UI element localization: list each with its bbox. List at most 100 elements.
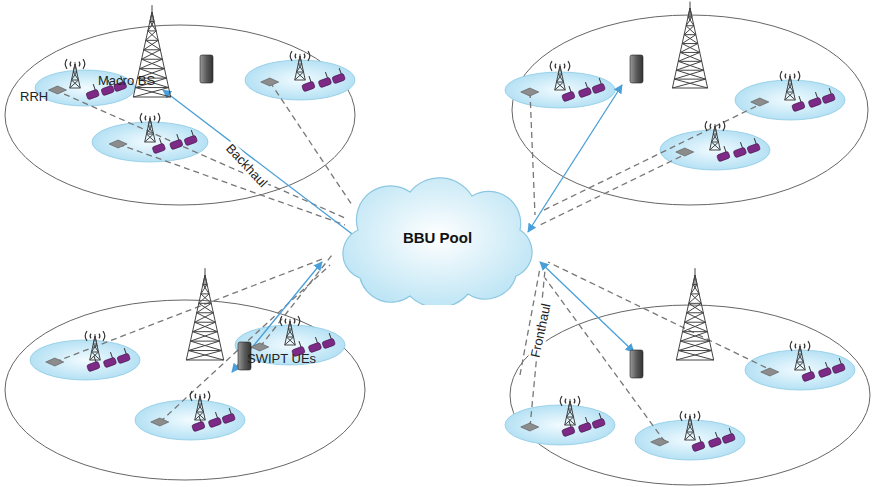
ue-device (330, 67, 346, 83)
rrh-unit (521, 88, 539, 96)
ue-device (101, 351, 117, 367)
rrh-unit (751, 98, 769, 106)
tower-icon (710, 124, 721, 150)
backhaul-link (163, 90, 360, 240)
radio-waves (550, 61, 569, 71)
tower-icon (90, 334, 101, 360)
ue-device (300, 75, 316, 91)
radio-waves (190, 391, 209, 401)
ue-device (590, 77, 606, 93)
fronthaul-link (540, 152, 690, 225)
radio-waves (65, 59, 84, 69)
ue-device (150, 137, 166, 153)
macro-cell-region (510, 305, 870, 485)
tower-icon (186, 268, 223, 360)
ue-device (316, 71, 332, 87)
small-cell (30, 340, 140, 380)
fronthaul-link (260, 255, 332, 347)
small-cell (135, 400, 245, 440)
small-cell (505, 72, 615, 108)
ue-device (690, 435, 706, 451)
ue-device (590, 412, 606, 428)
ue-device (167, 133, 183, 149)
ue-device (85, 355, 101, 371)
fronthaul-link (55, 258, 325, 362)
ue-device (576, 416, 592, 432)
ue-device (576, 81, 592, 97)
tower-icon (195, 394, 206, 420)
rrh-unit (261, 78, 279, 86)
text-label: Macro BS (98, 74, 155, 88)
text-label: RRH (20, 90, 48, 104)
rrh-unit (761, 368, 779, 376)
rrh-unit (109, 140, 127, 148)
radio-waves (85, 331, 104, 341)
radio-waves (780, 71, 799, 81)
rrh-unit (151, 418, 169, 426)
fronthaul-link (160, 265, 330, 422)
radio-waves (280, 316, 299, 326)
radio-waves (560, 396, 579, 406)
radio-waves (290, 51, 309, 61)
ue-device (790, 95, 806, 111)
fronthaul-link (55, 90, 345, 218)
ue-device (115, 347, 131, 363)
tower-icon (785, 74, 796, 100)
ue-device (320, 332, 336, 348)
ue-device (706, 431, 722, 447)
ue-device (182, 129, 198, 145)
tower-icon (70, 62, 81, 88)
ue-device (800, 365, 816, 381)
ue-device (220, 407, 236, 423)
fronthaul-link (540, 102, 765, 212)
tower-icon (555, 64, 566, 90)
rrh-unit (651, 438, 669, 446)
tower-icon (676, 268, 713, 360)
radio-waves (790, 341, 809, 351)
node-label: BBU Pool (403, 229, 472, 246)
server-icon (630, 55, 643, 83)
fronthaul-link (545, 278, 665, 442)
macro-cell-region (512, 15, 868, 205)
small-cell (660, 130, 770, 170)
tower-icon (685, 414, 696, 440)
radio-waves (140, 113, 159, 123)
ue-device (830, 357, 846, 373)
ue-device (84, 83, 100, 99)
radio-waves (680, 411, 699, 421)
ue-device (306, 336, 322, 352)
macro-cell-region (5, 300, 365, 480)
tower-icon (795, 344, 806, 370)
small-cell (735, 80, 845, 120)
rrh-unit (521, 423, 539, 431)
fronthaul-link (548, 262, 775, 372)
ue-device (720, 427, 736, 443)
ue-device (806, 91, 822, 107)
tower-icon (285, 319, 296, 345)
backhaul-link (540, 262, 634, 352)
small-cell (745, 350, 855, 390)
tower-icon (295, 54, 306, 80)
fronthaul-link (530, 92, 535, 215)
tower-icon (672, 2, 707, 88)
ue-device (816, 361, 832, 377)
ue-device (560, 85, 576, 101)
rrh-unit (49, 86, 67, 94)
ue-device (731, 141, 747, 157)
cloud-node: BBU Pool (325, 170, 550, 305)
rrh-unit (676, 148, 694, 156)
ue-device (715, 145, 731, 161)
server-icon (200, 55, 213, 83)
backhaul-link (528, 85, 622, 232)
text-label: SWIPT UEs (247, 352, 316, 366)
ue-device (190, 415, 206, 431)
tower-icon (145, 116, 156, 142)
macro-cell-region (5, 25, 355, 205)
small-cell (505, 405, 615, 445)
ue-device (745, 137, 761, 153)
small-cell (635, 420, 745, 460)
fronthaul-link (270, 82, 352, 205)
small-cell (245, 60, 355, 100)
radio-waves (705, 121, 724, 131)
